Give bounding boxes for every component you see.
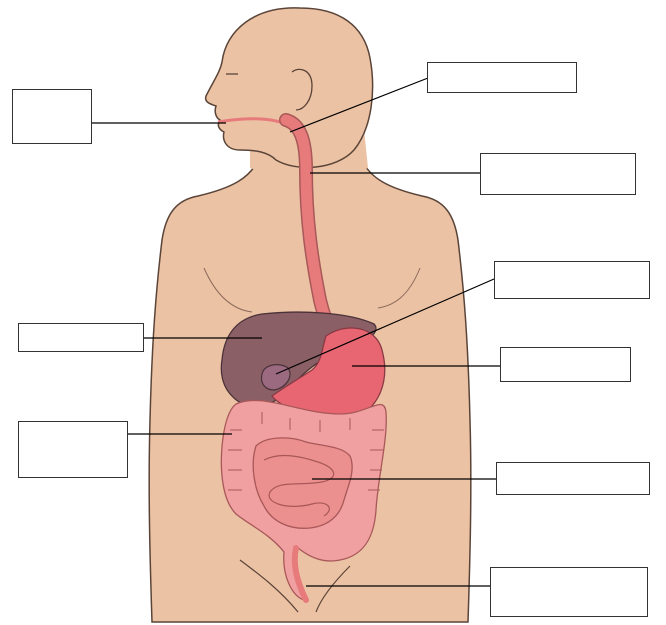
label-box-stomach[interactable]	[500, 347, 631, 382]
label-box-esophagus[interactable]	[480, 153, 636, 195]
head	[206, 8, 373, 168]
label-box-rectum[interactable]	[490, 567, 648, 617]
label-box-small-intestine[interactable]	[496, 462, 650, 495]
label-box-pharynx[interactable]	[427, 62, 577, 93]
label-box-mouth[interactable]	[12, 89, 92, 144]
label-box-large-intestine[interactable]	[18, 421, 128, 478]
label-box-gallbladder[interactable]	[494, 261, 650, 299]
label-box-liver[interactable]	[18, 323, 144, 352]
